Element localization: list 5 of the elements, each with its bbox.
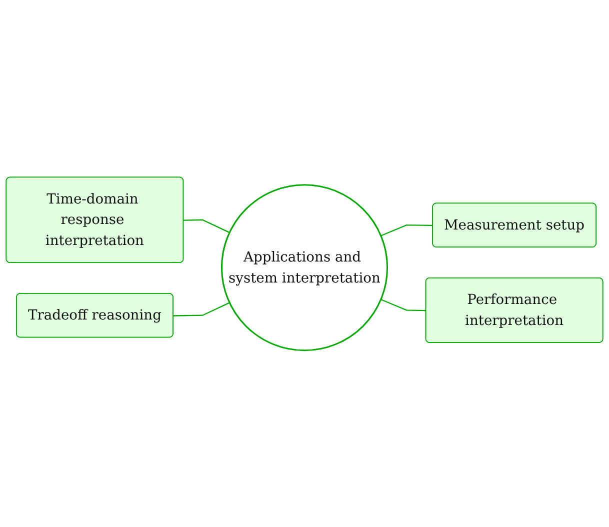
connector bbox=[380, 224, 433, 236]
connector bbox=[380, 298, 426, 311]
node-circle: Applications and system interpretation bbox=[220, 184, 388, 351]
connector bbox=[184, 219, 230, 233]
connector bbox=[173, 302, 230, 316]
